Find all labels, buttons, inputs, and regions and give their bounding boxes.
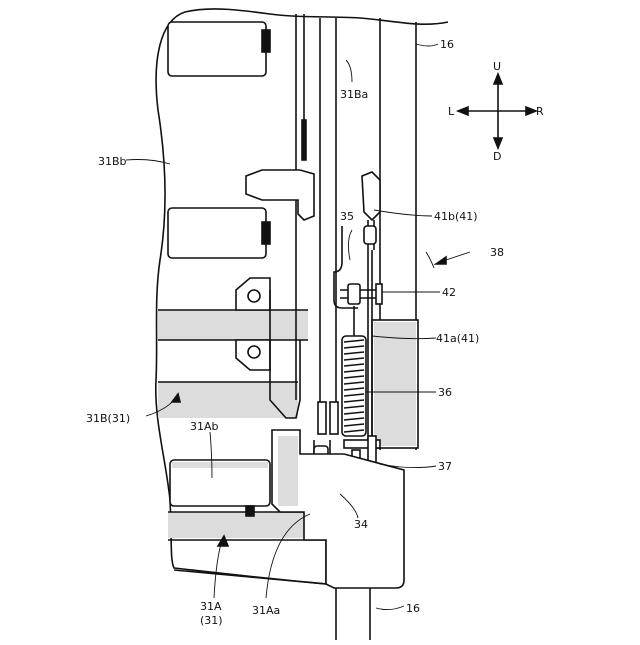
rail-31Ba bbox=[296, 14, 336, 430]
label-31Ba: 31Ba bbox=[340, 88, 368, 101]
label-16-top: 16 bbox=[440, 38, 454, 51]
label-31B: 31B(31) bbox=[86, 412, 130, 425]
label-35: 35 bbox=[340, 210, 354, 223]
middle-block bbox=[168, 208, 270, 258]
rod-41a bbox=[368, 250, 372, 440]
label-42: 42 bbox=[442, 286, 456, 299]
pin-42 bbox=[340, 284, 382, 304]
direction-compass: U D L R bbox=[448, 60, 544, 163]
label-38: 38 bbox=[490, 246, 504, 259]
label-38-arrow bbox=[436, 252, 470, 264]
label-31Aa: 31Aa bbox=[252, 604, 280, 617]
lever-41b bbox=[362, 172, 380, 250]
label-31Ab: 31Ab bbox=[190, 420, 219, 433]
compass-right: R bbox=[536, 105, 544, 118]
label-31A-sub: (31) bbox=[200, 614, 223, 627]
label-31A: 31A bbox=[200, 600, 222, 613]
label-34: 34 bbox=[354, 518, 368, 531]
compass-left: L bbox=[448, 105, 455, 118]
bracket-plate-upper bbox=[236, 278, 270, 310]
band-31B bbox=[158, 310, 308, 340]
compass-up: U bbox=[493, 60, 501, 73]
bracket-plate-lower bbox=[236, 340, 270, 370]
spring-36 bbox=[342, 306, 366, 436]
label-16-bottom: 16 bbox=[406, 602, 420, 615]
label-41b: 41b(41) bbox=[434, 210, 478, 223]
label-37: 37 bbox=[438, 460, 452, 473]
label-41a: 41a(41) bbox=[436, 332, 479, 345]
compass-down: D bbox=[493, 150, 501, 163]
label-36: 36 bbox=[438, 386, 452, 399]
label-31Bb: 31Bb bbox=[98, 155, 127, 168]
frame-16-lower bbox=[336, 584, 370, 640]
block-31Ab bbox=[170, 460, 270, 516]
base-31A-shaded bbox=[168, 512, 304, 538]
upper-block bbox=[168, 22, 270, 76]
